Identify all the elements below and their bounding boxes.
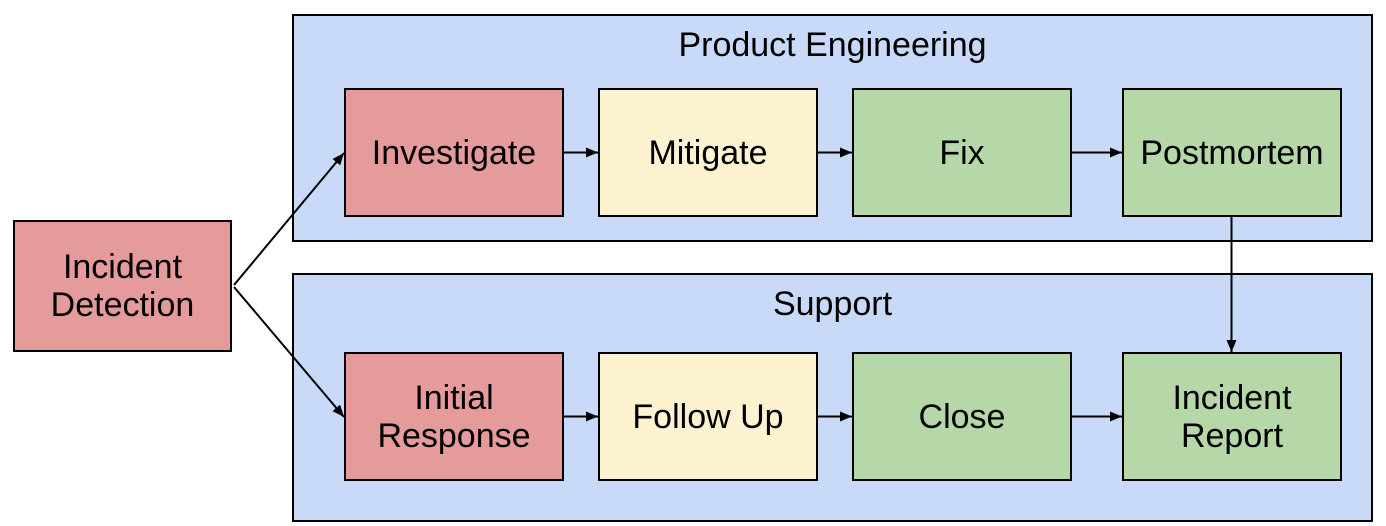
node-label-mitigate: Mitigate [648, 133, 768, 172]
lane-title-support: Support [772, 285, 893, 323]
node-label-close: Close [918, 397, 1006, 436]
node-label-incident-detection: Incident Detection [50, 248, 195, 324]
node-investigate: Investigate [344, 88, 564, 217]
lane-support: Support Initial Response Follow Up Close… [292, 273, 1373, 522]
node-incident-report: Incident Report [1122, 352, 1342, 481]
node-initial-response: Initial Response [344, 352, 564, 481]
node-fix: Fix [852, 88, 1072, 217]
node-postmortem: Postmortem [1122, 88, 1342, 217]
node-label-follow-up: Follow Up [632, 397, 784, 436]
node-label-fix: Fix [939, 133, 985, 172]
lane-title-product-engineering: Product Engineering [678, 26, 987, 64]
node-mitigate: Mitigate [598, 88, 818, 217]
node-follow-up: Follow Up [598, 352, 818, 481]
lane-product-engineering: Product Engineering Investigate Mitigate… [292, 14, 1373, 242]
node-label-incident-report: Incident Report [1172, 378, 1292, 455]
node-label-investigate: Investigate [371, 133, 537, 172]
node-label-postmortem: Postmortem [1140, 133, 1324, 172]
node-label-initial-response: Initial Response [377, 378, 531, 455]
node-incident-detection: Incident Detection [13, 220, 232, 352]
node-close: Close [852, 352, 1072, 481]
